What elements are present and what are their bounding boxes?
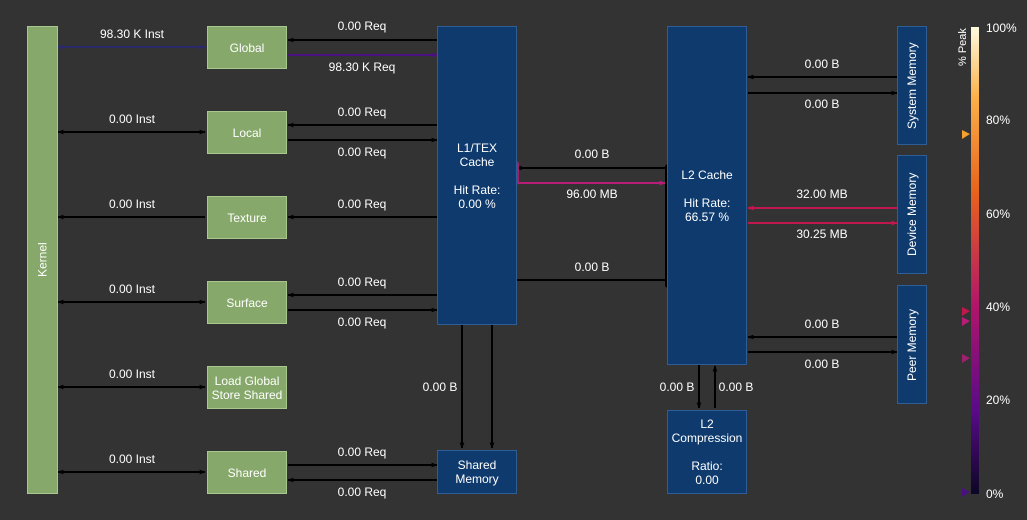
label-global-req-in: 0.00 Req bbox=[337, 19, 387, 33]
system-memory[interactable]: System Memory bbox=[897, 26, 927, 145]
label-kernel-local: 0.00 Inst bbox=[108, 112, 156, 126]
l2-compression[interactable]: L2 Compression Ratio: 0.00 bbox=[667, 410, 747, 494]
label-surface-req-in: 0.00 Req bbox=[337, 275, 387, 289]
shared-unit[interactable]: Shared bbox=[207, 451, 287, 494]
kernel-unit[interactable]: Kernel bbox=[27, 26, 58, 494]
label-sys-out: 0.00 B bbox=[804, 97, 840, 111]
legend-tick-60: 60% bbox=[986, 207, 1011, 221]
legend-tick-20: 20% bbox=[986, 393, 1011, 407]
label-l1-to-l2: 96.00 MB bbox=[566, 187, 618, 201]
label-local-req-out: 0.00 Req bbox=[337, 145, 387, 159]
peak-gradient-bar bbox=[971, 27, 979, 494]
label-compression-to-l2: 0.00 B bbox=[718, 380, 754, 394]
label-kernel-shared: 0.00 Inst bbox=[108, 452, 156, 466]
label-l1-to-shared: 0.00 B bbox=[422, 380, 458, 394]
l1tex-cache[interactable]: L1/TEX Cache Hit Rate: 0.00 % bbox=[437, 26, 517, 325]
load-global-store-shared-unit[interactable]: Load Global Store Shared bbox=[207, 366, 287, 409]
label-shared-req-out: 0.00 Req bbox=[337, 485, 387, 499]
label-local-req-in: 0.00 Req bbox=[337, 105, 387, 119]
label-surface-req-out: 0.00 Req bbox=[337, 315, 387, 329]
shared-memory[interactable]: Shared Memory bbox=[437, 450, 517, 494]
legend-tick-0: 0% bbox=[986, 487, 1004, 501]
label-kernel-global: 98.30 K Inst bbox=[99, 27, 165, 41]
surface-unit[interactable]: Surface bbox=[207, 281, 287, 324]
label-kernel-texture: 0.00 Inst bbox=[108, 197, 156, 211]
label-peer-in: 0.00 B bbox=[804, 317, 840, 331]
label-peer-out: 0.00 B bbox=[804, 357, 840, 371]
label-kernel-surface: 0.00 Inst bbox=[108, 282, 156, 296]
legend-tick-40: 40% bbox=[986, 300, 1011, 314]
l2-cache[interactable]: L2 Cache Hit Rate: 66.57 % bbox=[667, 26, 747, 365]
label-shared-req-in: 0.00 Req bbox=[337, 445, 387, 459]
label-global-req-out: 98.30 K Req bbox=[328, 60, 396, 74]
label-l2-to-l1: 0.00 B bbox=[574, 147, 610, 161]
global-unit[interactable]: Global bbox=[207, 26, 287, 69]
peak-marker-crimson-2 bbox=[962, 317, 970, 326]
peak-marker-magenta bbox=[962, 354, 970, 363]
label-kernel-lgss: 0.00 Inst bbox=[108, 367, 156, 381]
label-sys-in: 0.00 B bbox=[804, 57, 840, 71]
legend-tick-100: 100% bbox=[986, 21, 1017, 35]
label-l2-to-shared: 0.00 B bbox=[574, 260, 610, 274]
peak-marker-crimson-1 bbox=[962, 307, 970, 316]
label-dev-in: 32.00 MB bbox=[796, 187, 848, 201]
peer-memory[interactable]: Peer Memory bbox=[897, 285, 927, 404]
label-l2-to-compression: 0.00 B bbox=[659, 380, 695, 394]
legend-tick-80: 80% bbox=[986, 113, 1011, 127]
peak-marker-purple bbox=[962, 488, 970, 497]
label-dev-out: 30.25 MB bbox=[796, 227, 848, 241]
device-memory[interactable]: Device Memory bbox=[897, 155, 927, 274]
texture-unit[interactable]: Texture bbox=[207, 196, 287, 239]
local-unit[interactable]: Local bbox=[207, 111, 287, 154]
label-texture-req: 0.00 Req bbox=[337, 197, 387, 211]
legend-title: % Peak bbox=[957, 28, 969, 66]
link-l2-to-shared bbox=[489, 279, 667, 449]
peak-marker-orange bbox=[962, 130, 970, 139]
